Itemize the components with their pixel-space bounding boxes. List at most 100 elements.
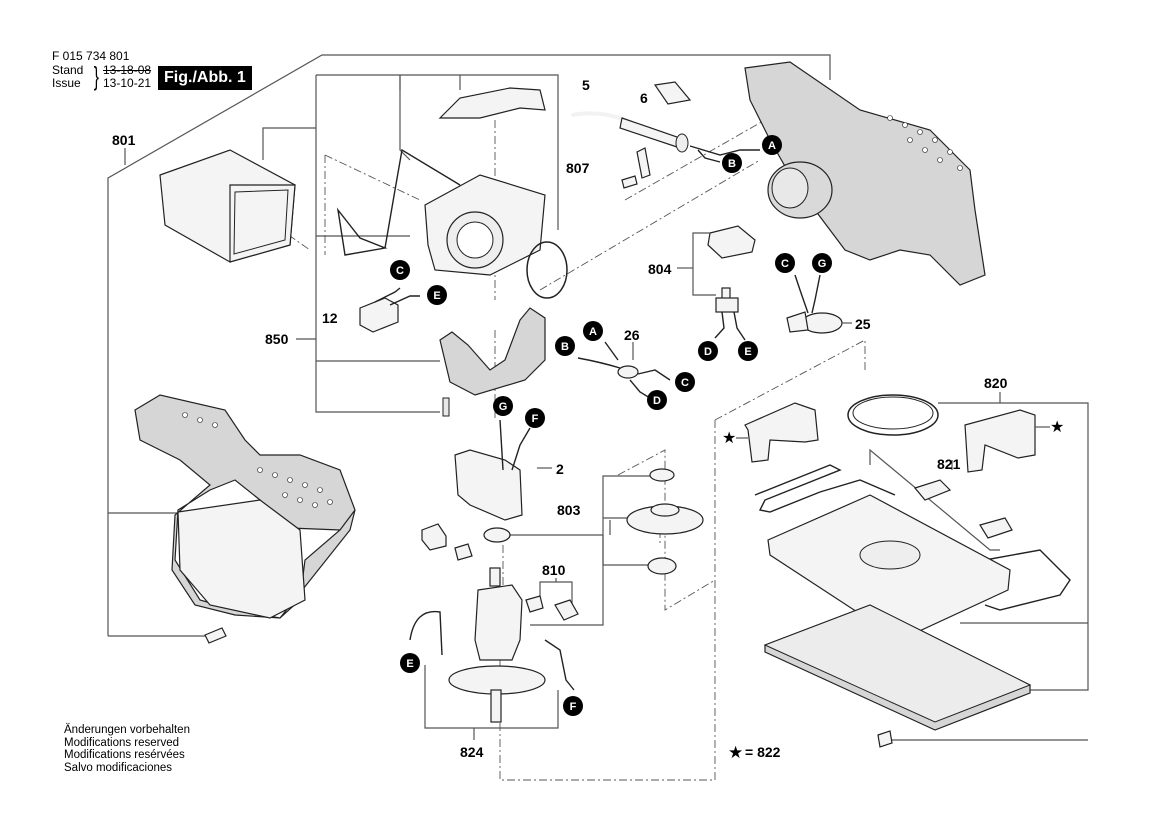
slide-switch bbox=[714, 287, 746, 341]
cable-label-tag bbox=[653, 81, 692, 105]
carbon-brush bbox=[525, 595, 579, 621]
part-label-803: 803 bbox=[557, 502, 581, 518]
svg-text:B: B bbox=[561, 341, 569, 353]
callout-c: C bbox=[390, 260, 410, 280]
callout-d: D bbox=[647, 390, 667, 410]
top-handle bbox=[438, 87, 546, 119]
armature bbox=[409, 567, 575, 723]
frame-801 bbox=[107, 54, 831, 636]
bearing bbox=[649, 468, 675, 482]
wire-spring bbox=[754, 464, 1071, 611]
issue-date: 13-10-21 bbox=[103, 76, 152, 90]
svg-text:E: E bbox=[744, 346, 751, 358]
svg-text:F: F bbox=[532, 413, 539, 425]
svg-text:G: G bbox=[499, 401, 508, 413]
legend-star: ★ bbox=[728, 743, 743, 762]
svg-text:C: C bbox=[681, 377, 689, 389]
bracket-821 bbox=[869, 448, 1000, 551]
star-marker: ★ bbox=[722, 430, 736, 447]
fan-housing bbox=[424, 174, 546, 276]
note-line: Modifications reserved bbox=[64, 736, 180, 749]
svg-text:A: A bbox=[768, 140, 776, 152]
part-label-801: 801 bbox=[112, 132, 136, 148]
svg-text:E: E bbox=[406, 658, 413, 670]
part-label-810: 810 bbox=[542, 562, 566, 578]
svg-text:D: D bbox=[704, 346, 712, 358]
note-line: Modifications resérvées bbox=[64, 749, 185, 761]
housing-shell bbox=[439, 307, 546, 396]
part-label-821: 821 bbox=[937, 456, 961, 472]
part-label-824: 824 bbox=[460, 744, 484, 760]
document-number: F 015 734 801 bbox=[52, 49, 130, 63]
housing-screw bbox=[204, 627, 227, 644]
sanding-pad bbox=[763, 604, 1032, 731]
brush-holder bbox=[421, 523, 473, 561]
brace-symbol: } bbox=[93, 61, 99, 91]
note-line: Salvo modificaciones bbox=[64, 761, 173, 774]
part-label-820: 820 bbox=[984, 375, 1008, 391]
stand-date: 13-18-08 bbox=[103, 63, 152, 77]
wire-clip bbox=[336, 148, 461, 256]
svg-text:C: C bbox=[781, 258, 789, 270]
callout-g: G bbox=[493, 396, 513, 416]
svg-text:D: D bbox=[653, 395, 661, 407]
svg-text:F: F bbox=[570, 701, 577, 713]
callout-e: E bbox=[738, 341, 758, 361]
choke-coil bbox=[577, 341, 671, 399]
dust-box bbox=[159, 149, 296, 263]
callout-b: B bbox=[555, 336, 575, 356]
part-label-807: 807 bbox=[566, 160, 590, 176]
svg-text:A: A bbox=[589, 326, 597, 338]
field-coil bbox=[454, 419, 531, 521]
clamp-bracket-right bbox=[964, 409, 1036, 473]
electronic-module bbox=[786, 274, 843, 334]
bracket-804 bbox=[692, 232, 716, 296]
part-label-2: 2 bbox=[556, 461, 564, 477]
part-label-25: 25 bbox=[855, 316, 871, 332]
callout-c: C bbox=[775, 253, 795, 273]
callout-g: G bbox=[812, 253, 832, 273]
callout-c: C bbox=[675, 372, 695, 392]
legend-star-value: = 822 bbox=[745, 744, 781, 760]
power-cable bbox=[571, 111, 760, 163]
part-label-5: 5 bbox=[582, 77, 590, 93]
part-label-804: 804 bbox=[648, 261, 672, 277]
callout-e: E bbox=[400, 653, 420, 673]
part-label-12: 12 bbox=[322, 310, 338, 326]
fan-impeller bbox=[626, 503, 704, 535]
callout-a: A bbox=[762, 135, 782, 155]
bracket-803 bbox=[510, 475, 650, 536]
issue-label: Issue bbox=[52, 76, 81, 90]
callout-e: E bbox=[427, 285, 447, 305]
clip-pieces bbox=[913, 479, 1013, 539]
note-line: Änderungen vorbehalten bbox=[64, 724, 190, 736]
stand-label: Stand bbox=[52, 63, 84, 77]
bracket-820 bbox=[938, 402, 1089, 691]
figure-label: Fig./Abb. 1 bbox=[158, 66, 252, 90]
clamp-bracket-left bbox=[744, 402, 819, 463]
main-housing bbox=[744, 61, 986, 286]
cable-clamp bbox=[621, 147, 651, 189]
capacitor bbox=[359, 287, 420, 333]
callout-b: B bbox=[722, 153, 742, 173]
bracket-824 bbox=[424, 665, 559, 729]
bearing bbox=[647, 557, 677, 575]
svg-text:G: G bbox=[818, 258, 827, 270]
screw bbox=[442, 397, 450, 417]
pad-screw bbox=[877, 730, 893, 748]
svg-text:C: C bbox=[396, 265, 404, 277]
part-label-850: 850 bbox=[265, 331, 289, 347]
part-label-6: 6 bbox=[640, 90, 648, 106]
sander-housing bbox=[134, 394, 356, 619]
sealing-ring bbox=[847, 394, 939, 436]
callout-f: F bbox=[525, 408, 545, 428]
svg-text:E: E bbox=[433, 290, 440, 302]
o-ring bbox=[526, 241, 568, 299]
base-plate bbox=[767, 494, 1011, 641]
svg-text:B: B bbox=[728, 158, 736, 170]
star-marker: ★ bbox=[1050, 419, 1064, 436]
bearing bbox=[483, 527, 511, 543]
callout-f: F bbox=[563, 696, 583, 716]
callout-a: A bbox=[583, 321, 603, 341]
